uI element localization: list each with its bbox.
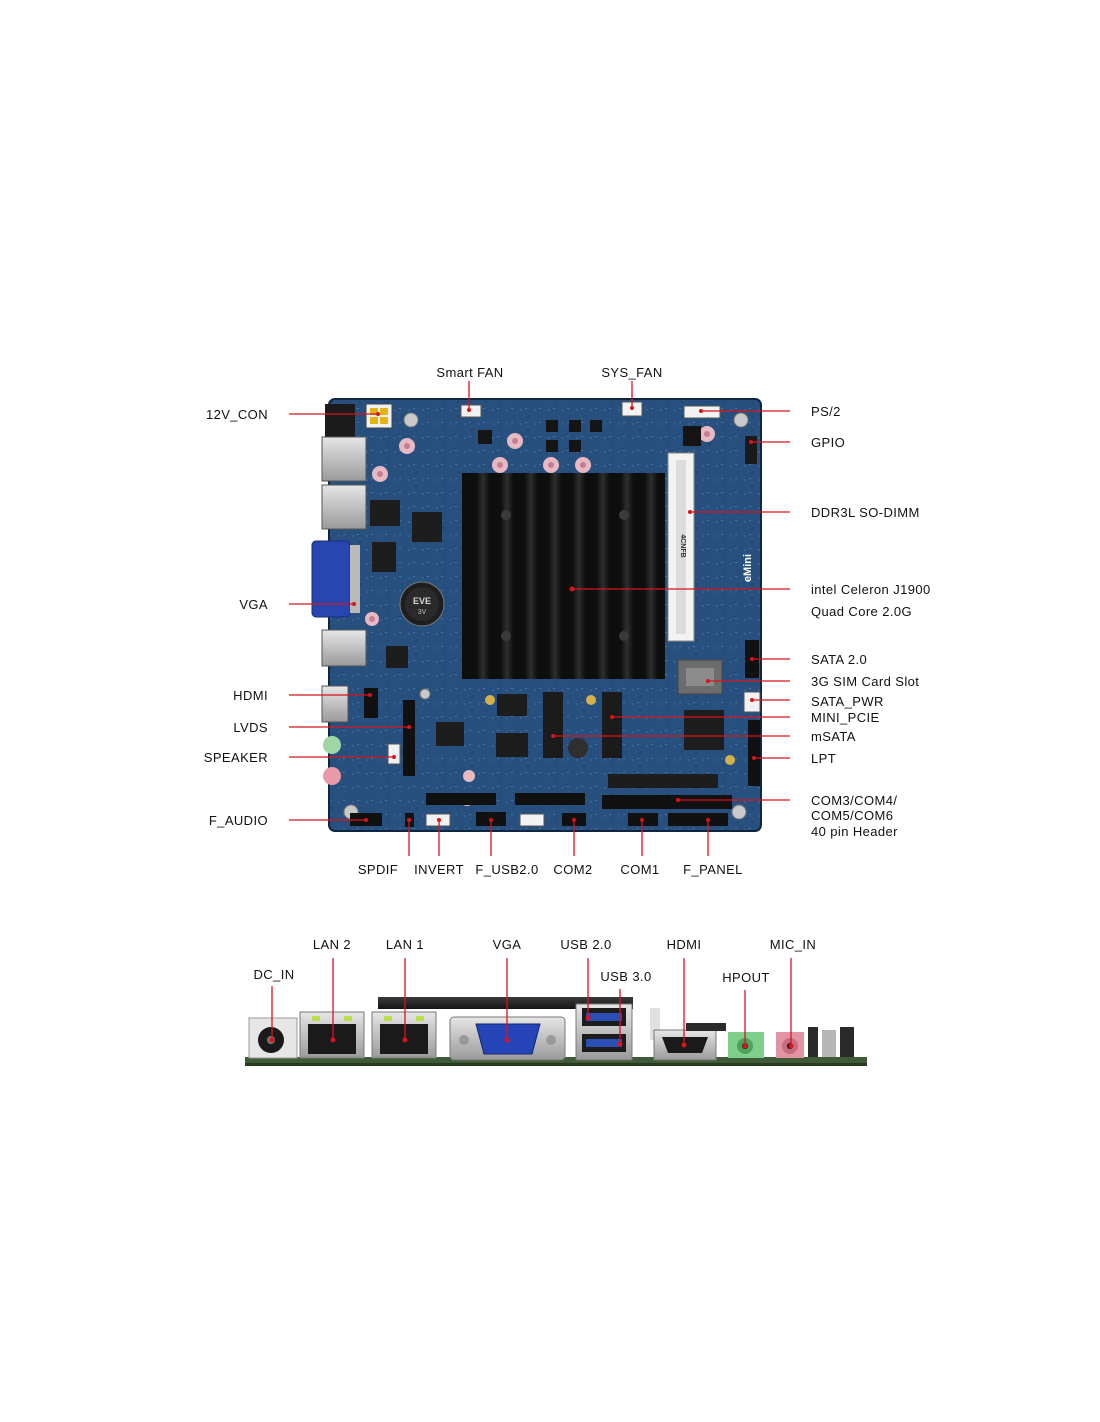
ic-chip <box>497 694 527 716</box>
label-msata: mSATA <box>811 729 856 744</box>
audio-jacks-icon <box>728 1032 804 1058</box>
label-sata-pwr: SATA_PWR <box>811 694 884 709</box>
label-lan1: LAN 1 <box>386 937 424 952</box>
ic-chip <box>684 710 724 750</box>
mounting-hole-tl <box>403 412 419 428</box>
label-ddr3l: DDR3L SO-DIMM <box>811 505 920 520</box>
label-smart-fan: Smart FAN <box>436 365 503 380</box>
label-ps2: PS/2 <box>811 404 841 419</box>
hdmi-header <box>364 688 378 718</box>
label-cpu: intel Celeron J1900 <box>811 582 931 597</box>
label-usb30: USB 3.0 <box>600 969 651 984</box>
label-lan2: LAN 2 <box>313 937 351 952</box>
callout-lines <box>289 381 790 856</box>
label-dc-in: DC_IN <box>253 967 294 982</box>
audio-jack-pink <box>323 767 341 785</box>
label-lvds: LVDS <box>233 720 268 735</box>
battery-volt-text: 3V <box>418 609 427 616</box>
label-mini-pcie: MINI_PCIE <box>811 710 880 725</box>
label-com-line2: COM5/COM6 <box>811 808 893 823</box>
lan2-port-icon <box>299 1011 365 1059</box>
label-f-usb: F_USB2.0 <box>475 862 538 877</box>
lpt-header <box>748 720 760 786</box>
label-f-audio: F_AUDIO <box>209 813 268 828</box>
heatsink-icon <box>462 473 665 679</box>
label-spdif: SPDIF <box>358 862 398 877</box>
msata-slot <box>543 692 563 758</box>
ic-chip <box>370 500 400 526</box>
battery-brand-text: EVE <box>413 596 431 606</box>
hdmi-port-icon <box>653 1023 726 1061</box>
label-invert: INVERT <box>414 862 464 877</box>
msata-standoff <box>568 738 588 758</box>
ic-chip <box>412 512 442 542</box>
lan-port-1 <box>321 484 367 530</box>
ic-chip <box>372 542 396 572</box>
capacitors <box>365 426 715 806</box>
hdmi-port <box>321 685 349 723</box>
ic-chip <box>436 722 464 746</box>
coin-cell-icon: EVE 3V <box>399 581 445 627</box>
power-connector-12v <box>365 403 393 429</box>
label-vga: VGA <box>239 597 268 612</box>
mounting-hole-tr <box>733 412 749 428</box>
ic-chip <box>386 646 408 668</box>
label-com1: COM1 <box>620 862 659 877</box>
slot-code-text: 4CNFB <box>679 534 686 557</box>
rear-io-board <box>245 997 867 1066</box>
label-com2: COM2 <box>553 862 592 877</box>
board-labels: Smart FAN SYS_FAN 12V_CON VGA HDMI LVDS … <box>204 365 931 877</box>
label-gpio: GPIO <box>811 435 845 450</box>
lan-port-2 <box>321 436 367 482</box>
label-com-line1: COM3/COM4/ <box>811 793 897 808</box>
f-panel-header <box>668 813 728 826</box>
vga-port <box>311 540 351 618</box>
label-sim: 3G SIM Card Slot <box>811 674 919 689</box>
mounting-hole-br <box>731 804 747 820</box>
lvds-header <box>403 700 415 776</box>
label-hdmi: HDMI <box>233 688 268 703</box>
label-usb20: USB 2.0 <box>560 937 611 952</box>
speaker-header <box>387 743 401 765</box>
label-cpu-speed: Quad Core 2.0G <box>811 604 912 619</box>
label-mic-in: MIC_IN <box>770 937 816 952</box>
power-jack <box>325 404 355 438</box>
brand-mark: eMini <box>742 554 754 582</box>
label-io-hdmi: HDMI <box>667 937 702 952</box>
ddr3l-slot: 4CNFB <box>667 452 695 642</box>
ic-chip <box>496 733 528 757</box>
label-12v-con: 12V_CON <box>206 407 268 422</box>
label-sys-fan: SYS_FAN <box>601 365 662 380</box>
label-com-line3: 40 pin Header <box>811 824 898 839</box>
gpio-header <box>745 436 757 464</box>
label-io-vga: VGA <box>493 937 522 952</box>
label-lpt: LPT <box>811 751 836 766</box>
io-callout-lines <box>269 958 794 1049</box>
lan1-port-icon <box>371 1011 437 1059</box>
com-40pin-header <box>602 795 732 809</box>
usb-stack-icon <box>575 1003 633 1061</box>
usb-port <box>321 629 367 667</box>
main-board: EVE 3V 4CNFB eMini <box>311 398 762 832</box>
audio-jack-green <box>323 736 341 754</box>
mini-pcie-slot <box>602 692 622 758</box>
label-speaker: SPEAKER <box>204 750 268 765</box>
label-sata: SATA 2.0 <box>811 652 867 667</box>
io-labels: DC_IN LAN 2 LAN 1 VGA USB 2.0 USB 3.0 HD… <box>253 937 816 985</box>
label-f-panel: F_PANEL <box>683 862 743 877</box>
label-hpout: HPOUT <box>722 970 770 985</box>
smart-fan-header <box>460 404 482 418</box>
